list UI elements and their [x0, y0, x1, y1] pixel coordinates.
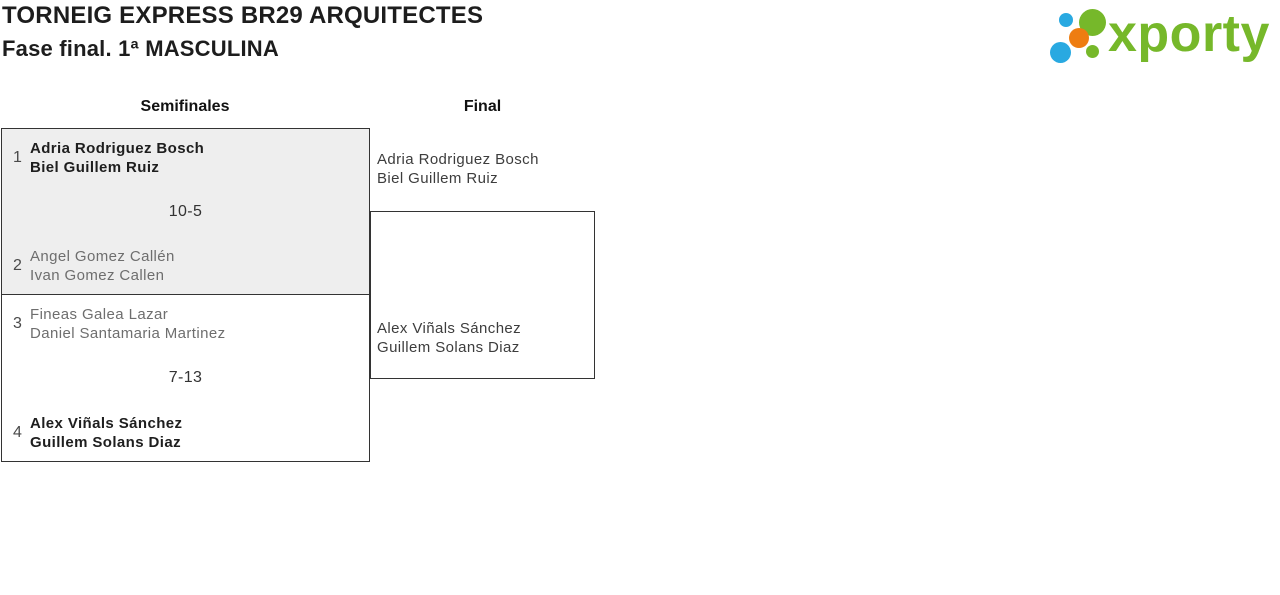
semifinal-match-2[interactable]: 3 Fineas Galea Lazar Daniel Santamaria M…	[1, 295, 370, 462]
final-match[interactable]	[370, 211, 595, 379]
player-name: Biel Guillem Ruiz	[30, 159, 160, 176]
team-slot-seed4: 4 Alex Viñals Sánchez Guillem Solans Dia…	[10, 414, 182, 452]
player-name: Adria Rodriguez Bosch	[377, 151, 539, 168]
seed-number: 1	[13, 149, 22, 166]
player-name: Ivan Gomez Callen	[30, 267, 165, 284]
logo-wordmark: xporty	[1108, 5, 1270, 63]
logo-dot-blue-medium-icon	[1050, 42, 1071, 63]
player-name: Guillem Solans Diaz	[377, 339, 520, 356]
round-label-final: Final	[463, 98, 502, 115]
semifinal-match-1[interactable]: 1 Adria Rodriguez Bosch Biel Guillem Rui…	[1, 128, 370, 295]
player-name: Daniel Santamaria Martinez	[30, 325, 226, 342]
player-name: Biel Guillem Ruiz	[377, 170, 498, 187]
player-name: Guillem Solans Diaz	[30, 434, 181, 451]
seed-number: 4	[13, 424, 22, 441]
player-name: Alex Viñals Sánchez	[30, 415, 183, 432]
page-subtitle: Fase final. 1ª MASCULINA	[2, 36, 279, 61]
logo-dot-blue-small-icon	[1059, 13, 1073, 27]
team-slot-seed1: 1 Adria Rodriguez Bosch Biel Guillem Rui…	[10, 139, 204, 177]
team-slot-seed2: 2 Angel Gomez Callén Ivan Gomez Callen	[10, 247, 175, 285]
team-names: Alex Viñals Sánchez Guillem Solans Diaz	[30, 414, 182, 452]
round-label-semifinals: Semifinales	[140, 98, 230, 115]
player-name: Adria Rodriguez Bosch	[30, 140, 205, 157]
finalist-team-bottom: Alex Viñals Sánchez Guillem Solans Diaz	[377, 319, 521, 357]
page-title: TORNEIG EXPRESS BR29 ARQUITECTES	[2, 2, 484, 29]
seed-number: 2	[13, 257, 22, 274]
finalist-team-top: Adria Rodriguez Bosch Biel Guillem Ruiz	[377, 150, 539, 188]
team-names: Angel Gomez Callén Ivan Gomez Callen	[30, 247, 175, 285]
player-name: Angel Gomez Callén	[30, 248, 175, 265]
team-names: Adria Rodriguez Bosch Biel Guillem Ruiz	[30, 139, 204, 177]
match-score: 10-5	[168, 202, 203, 220]
logo-dot-green-small-icon	[1086, 45, 1099, 58]
team-names: Fineas Galea Lazar Daniel Santamaria Mar…	[30, 305, 225, 343]
player-name: Fineas Galea Lazar	[30, 306, 169, 323]
logo-dot-orange-icon	[1069, 28, 1089, 48]
match-score: 7-13	[168, 369, 203, 386]
seed-number: 3	[13, 315, 22, 332]
player-name: Alex Viñals Sánchez	[377, 320, 522, 337]
team-slot-seed3: 3 Fineas Galea Lazar Daniel Santamaria M…	[10, 305, 225, 343]
